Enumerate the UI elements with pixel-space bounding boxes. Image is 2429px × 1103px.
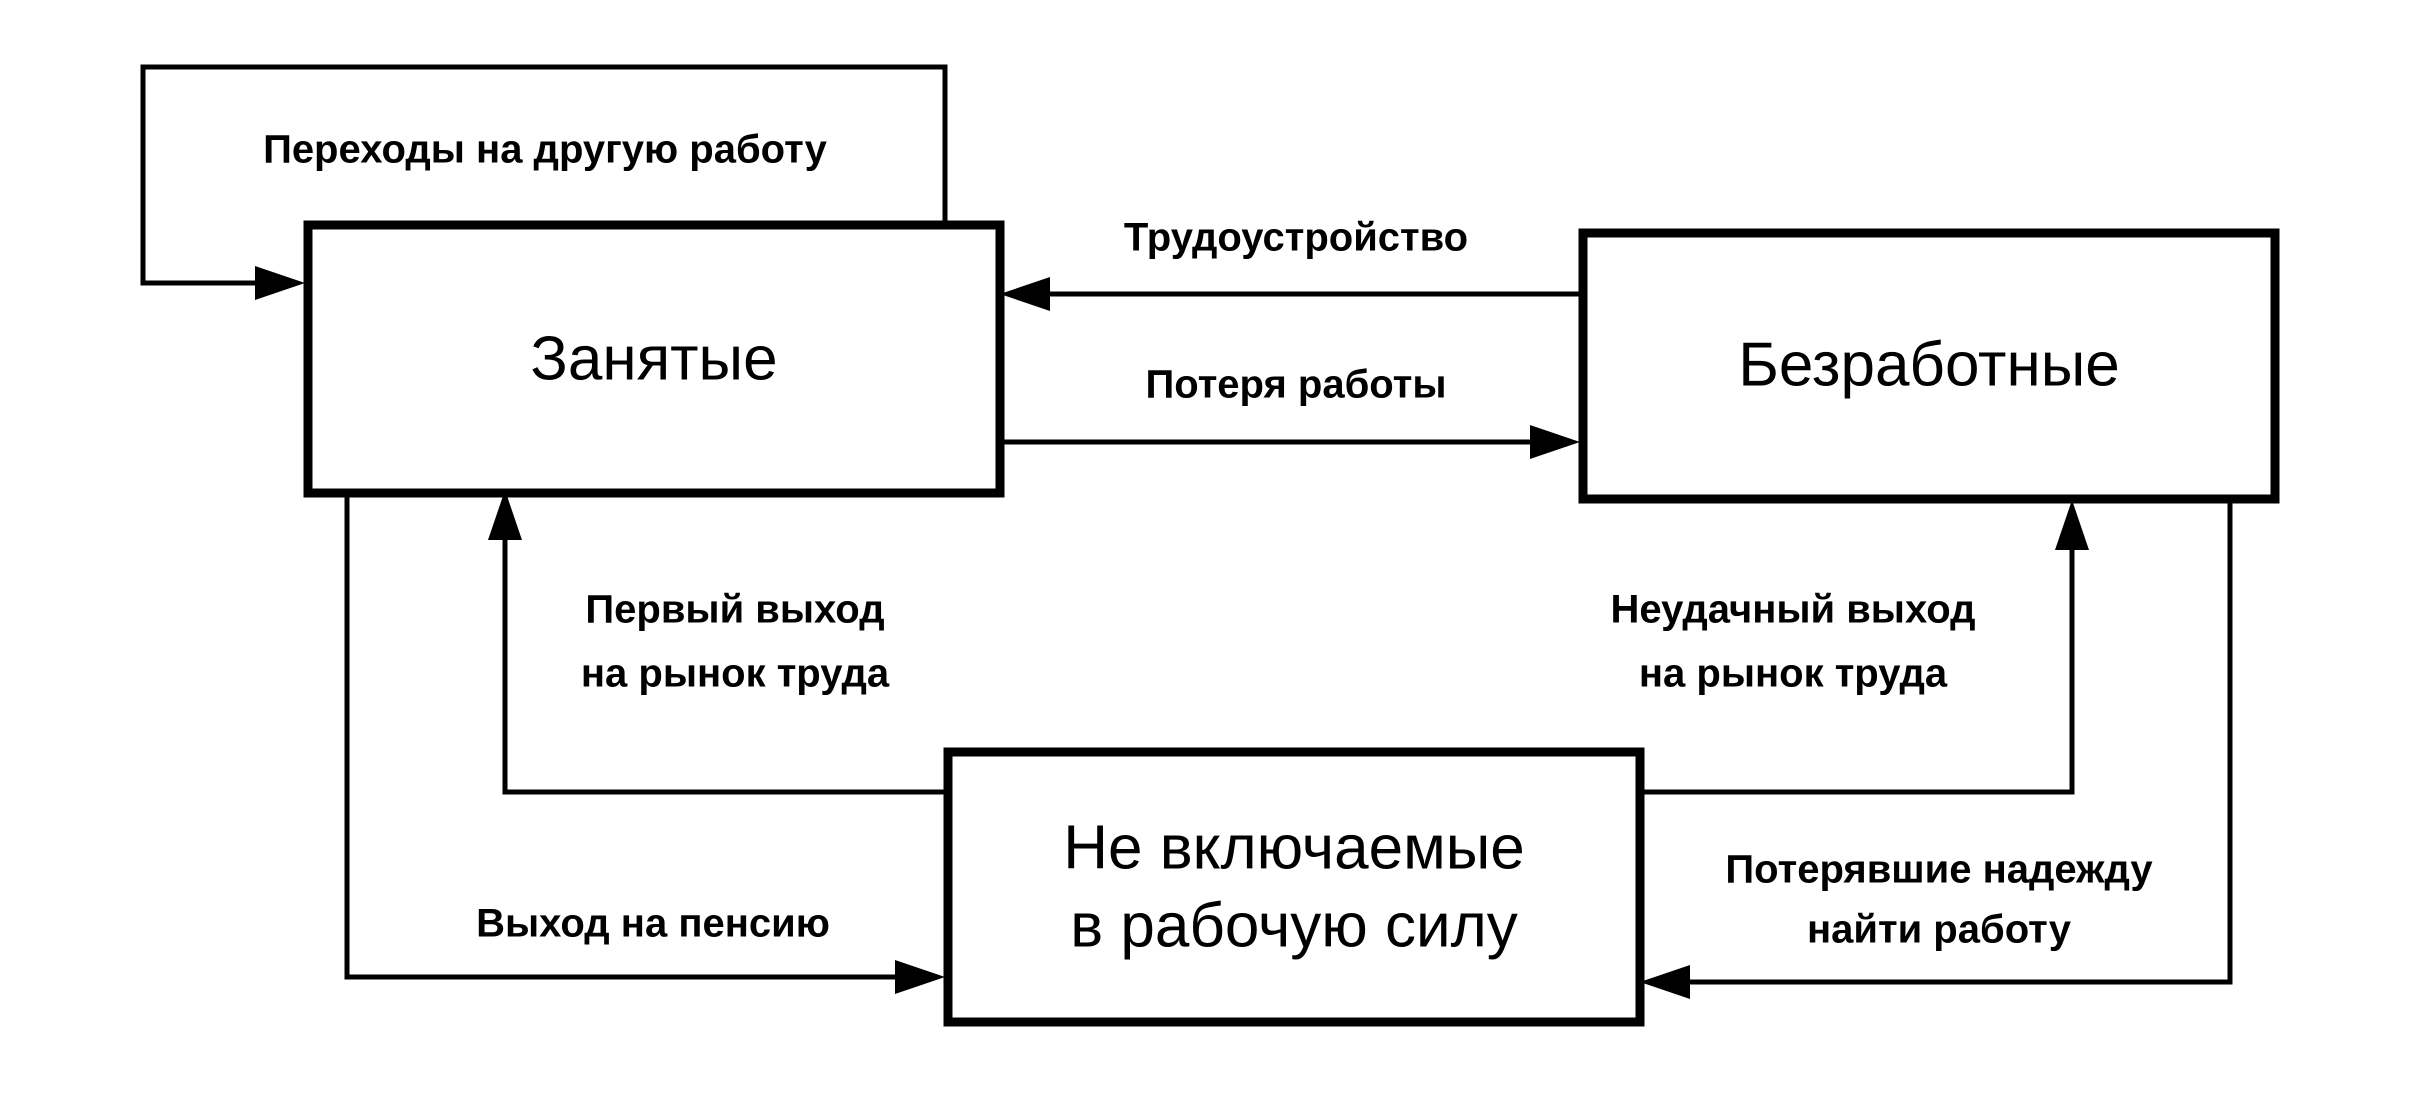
- first-entry-label-line1: Первый выход: [585, 588, 884, 632]
- employed-box: [303, 220, 1005, 498]
- job-loss-arrowhead: [1530, 425, 1580, 459]
- discouraged-label-line1: Потерявшие надежду: [1725, 848, 2153, 892]
- job-change-label: Переходы на другую работу: [263, 128, 828, 172]
- not-in-labor-force-box: [943, 747, 1645, 1027]
- unemployed-box: [1578, 228, 2280, 504]
- job-change-connector: [140, 64, 948, 286]
- first-entry-connector: [502, 530, 945, 795]
- not-in-labor-force-label-line1: Не включаемые: [1063, 813, 1525, 882]
- employment-label: Трудоустройство: [1124, 216, 1468, 260]
- retirement-arrowhead: [895, 960, 945, 994]
- employed-label: Занятые: [530, 324, 777, 393]
- not-in-labor-force-label-line2: в рабочую силу: [1070, 891, 1518, 960]
- discouraged-connector: [1683, 502, 2233, 985]
- employment-arrowhead: [1000, 277, 1050, 311]
- unemployed-label: Безработные: [1738, 330, 2120, 399]
- failed-entry-label-line1: Неудачный выход: [1610, 588, 1975, 632]
- retirement-label: Выход на пенсию: [476, 902, 830, 946]
- discouraged-label-line2: найти работу: [1807, 908, 2072, 952]
- first-entry-label-line2: на рынок труда: [581, 652, 890, 696]
- job-change-arrowhead: [255, 266, 305, 300]
- job-loss-label: Потеря работы: [1146, 363, 1447, 407]
- first-entry-arrowhead: [488, 490, 522, 540]
- failed-entry-arrowhead: [2055, 500, 2089, 550]
- failed-entry-connector: [1640, 540, 2075, 795]
- failed-entry-label-line2: на рынок труда: [1639, 652, 1948, 696]
- discouraged-arrowhead: [1640, 965, 1690, 999]
- retirement-connector: [344, 495, 902, 980]
